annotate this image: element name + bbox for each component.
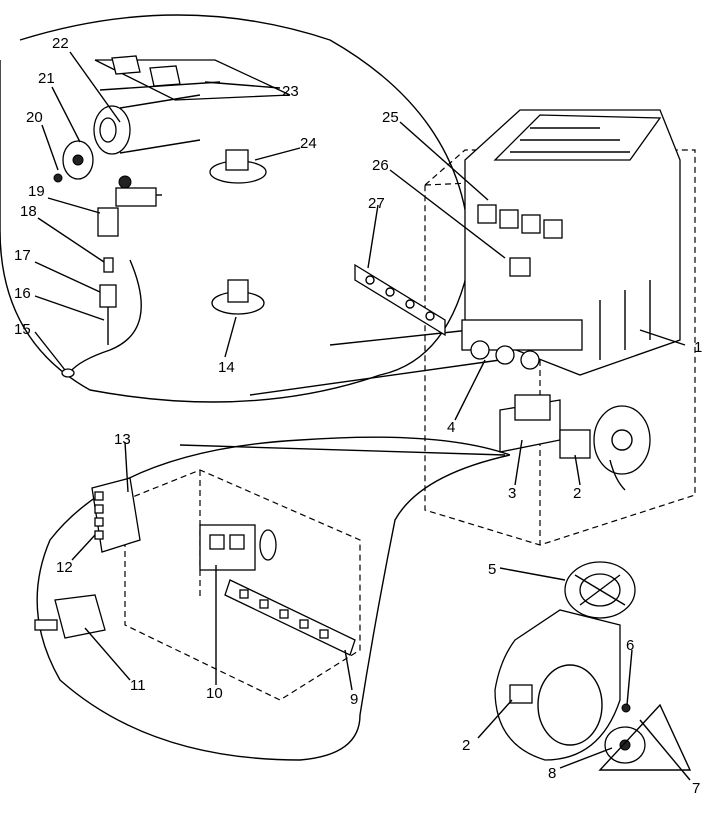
pilot-tube: [69, 259, 142, 373]
blower-wheel: [564, 561, 636, 619]
callout-4: 4: [447, 419, 455, 436]
callout-21: 21: [38, 70, 55, 87]
callout-6: 6: [626, 637, 634, 654]
callout-13: 13: [114, 431, 131, 448]
inducer-motor-upper: [559, 405, 651, 491]
callout-22: 22: [52, 35, 69, 52]
callout-27: 27: [368, 195, 385, 212]
callout-11: 11: [130, 677, 146, 694]
burner-rail-upper: [354, 263, 446, 337]
blower-housing: [494, 609, 621, 761]
callout-7: 7: [692, 780, 700, 797]
callout-labels: 22 21 20 23 24 19 18 17 16 15 14 25 26 2…: [14, 35, 702, 797]
control-box: [91, 469, 361, 701]
tube-end-part: [61, 368, 75, 378]
callout-16: 16: [14, 285, 31, 302]
burner-discs: [62, 94, 201, 180]
callout-17: 17: [14, 247, 31, 264]
callout-10: 10: [206, 685, 223, 702]
callout-2-upper: 2: [573, 485, 581, 502]
burner-row: [461, 319, 583, 370]
burner-strip: [94, 55, 291, 101]
callout-9: 9: [350, 691, 358, 708]
fitting-part: [103, 257, 114, 273]
lower-detail-circle: [36, 436, 511, 761]
callout-5: 5: [488, 561, 496, 578]
callout-25: 25: [382, 109, 399, 126]
upper-detail-circle: [0, 14, 501, 403]
leader-lines: [34, 51, 691, 781]
rollout-switch: [211, 279, 265, 315]
callout-18: 18: [20, 203, 37, 220]
callout-12: 12: [56, 559, 73, 576]
callout-14: 14: [218, 359, 235, 376]
callout-26: 26: [372, 157, 389, 174]
callout-24: 24: [300, 135, 317, 152]
screw-part: [53, 173, 63, 183]
callout-23: 23: [282, 83, 299, 100]
callout-1: 1: [694, 339, 702, 356]
limit-switch-upper: [209, 149, 267, 184]
callout-20: 20: [26, 109, 43, 126]
blower-motor: [598, 703, 692, 771]
callout-2-lower: 2: [462, 737, 470, 754]
callout-15: 15: [14, 321, 31, 338]
callout-8: 8: [548, 765, 556, 782]
callout-3: 3: [508, 485, 516, 502]
gas-valve: [499, 394, 561, 453]
door-switch: [34, 594, 106, 639]
manifold-ports: [477, 204, 563, 239]
pilot-igniter-assembly: [97, 175, 162, 237]
transformer-relay: [199, 524, 277, 571]
callout-19: 19: [28, 183, 45, 200]
terminal-strip: [224, 579, 356, 656]
